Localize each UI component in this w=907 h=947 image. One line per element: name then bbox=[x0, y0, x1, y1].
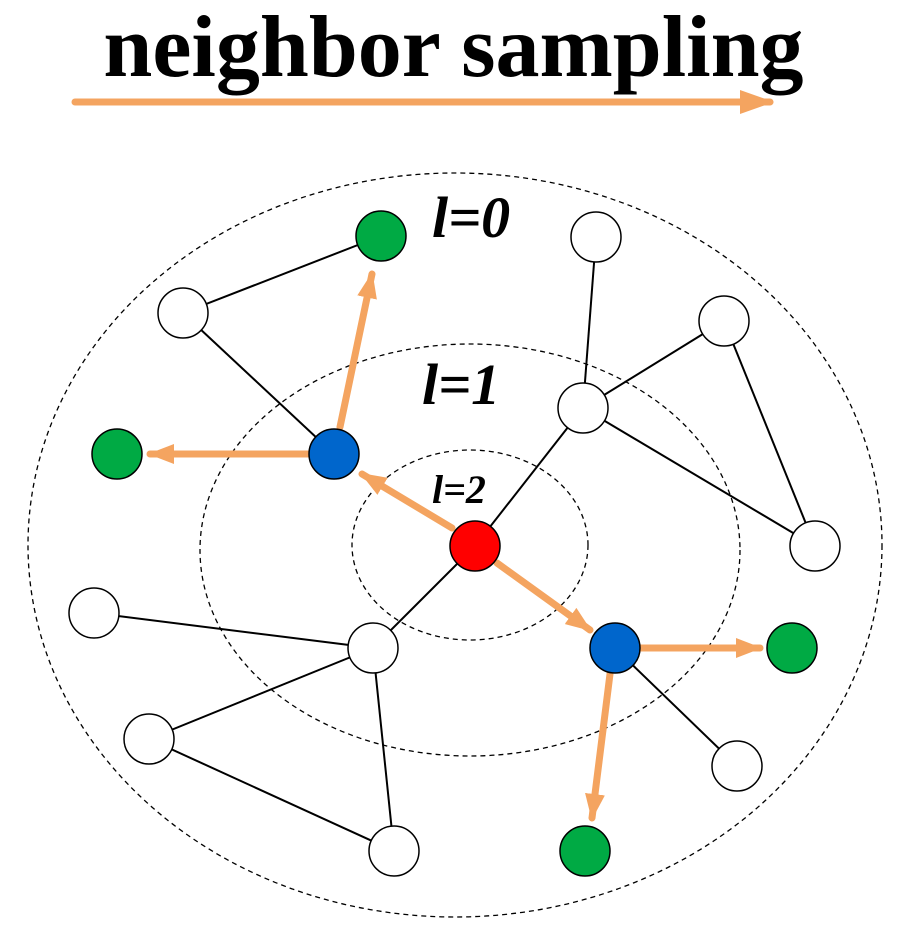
arrow-hop1-left-to-top bbox=[336, 270, 377, 431]
arrow-hop1-right-to-bottom bbox=[585, 670, 614, 822]
node-sampled-hop2 bbox=[559, 825, 611, 877]
ring-label-outer: l=0 bbox=[432, 185, 510, 250]
sampling-arrows bbox=[146, 270, 764, 822]
node-sampled-hop2 bbox=[355, 210, 407, 262]
ring-label-middle: l=1 bbox=[422, 352, 500, 417]
node-unsampled bbox=[711, 740, 763, 792]
diagram-title: neighbor sampling bbox=[103, 0, 804, 96]
node-unsampled bbox=[557, 382, 609, 434]
sampled-hop1-nodes bbox=[308, 428, 641, 674]
node-unsampled bbox=[123, 713, 175, 765]
node-unsampled bbox=[157, 287, 209, 339]
node-unsampled bbox=[368, 825, 420, 877]
node-unsampled bbox=[698, 295, 750, 347]
arrow-root-to-hop1-right bbox=[493, 559, 594, 634]
node-unsampled bbox=[347, 622, 399, 674]
arrow-root-to-hop1-left bbox=[358, 470, 456, 532]
unsampled-nodes bbox=[68, 211, 841, 877]
ring-outer bbox=[27, 172, 883, 918]
ring-label-inner: l=2 bbox=[432, 467, 486, 512]
node-sampled-hop1 bbox=[308, 428, 360, 480]
node-sampled-hop2 bbox=[91, 428, 143, 480]
node-root bbox=[449, 520, 501, 572]
node-unsampled bbox=[789, 520, 841, 572]
sampled-hop2-nodes bbox=[91, 210, 818, 877]
ring-inner bbox=[351, 449, 589, 641]
ring-middle bbox=[199, 343, 741, 757]
node-unsampled bbox=[570, 211, 622, 263]
node-unsampled bbox=[68, 587, 120, 639]
node-sampled-hop2 bbox=[766, 622, 818, 674]
node-sampled-hop1 bbox=[589, 622, 641, 674]
